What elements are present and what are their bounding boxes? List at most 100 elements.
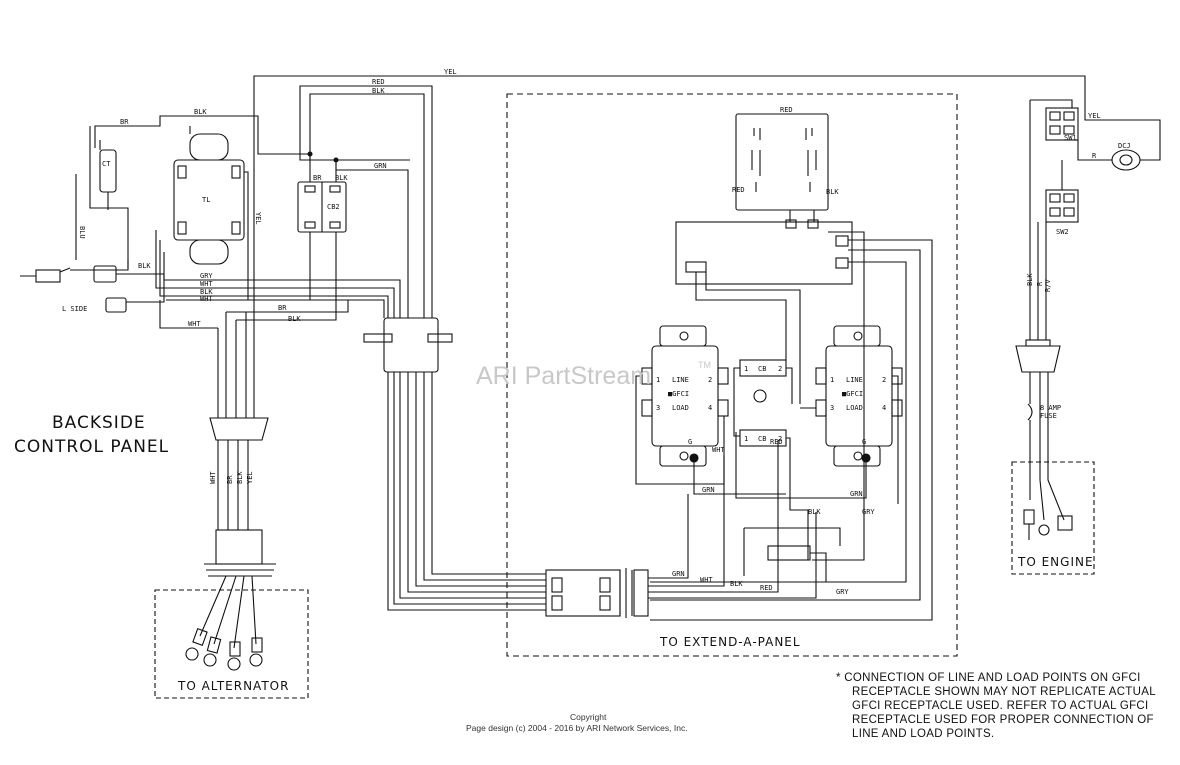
label-blk-conn: BLK bbox=[730, 580, 743, 588]
footer-design: Page design (c) 2004 - 2016 by ARI Netwo… bbox=[466, 723, 688, 733]
label-blk-top: BLK bbox=[372, 87, 385, 95]
note-line-5: LINE AND LOAD POINTS. bbox=[852, 728, 994, 740]
wire-yel-top bbox=[253, 75, 1086, 300]
to-alternator-label: TO ALTERNATOR bbox=[177, 679, 289, 693]
harness-bottom-plug bbox=[215, 529, 263, 565]
label-cb-t1b: 1 bbox=[744, 435, 748, 443]
harness-block bbox=[383, 317, 439, 373]
label-blu: BLU bbox=[78, 226, 86, 239]
note-line-1: * CONNECTION OF LINE AND LOAD POINTS ON … bbox=[836, 672, 1141, 684]
connector-left bbox=[93, 265, 117, 283]
watermark: ARI PartStream bbox=[476, 362, 651, 390]
label-ct: CT bbox=[102, 160, 111, 168]
gfci-right-g: G bbox=[862, 438, 866, 446]
gfci-right-line: LINE bbox=[846, 376, 863, 384]
wire-ct-loop bbox=[89, 126, 129, 268]
engine-plug bbox=[1015, 345, 1061, 373]
wire-wht1 bbox=[155, 230, 395, 318]
gfci-left-g: G bbox=[688, 438, 692, 446]
relay-box bbox=[735, 113, 829, 211]
label-blk-engine: BLK bbox=[1026, 273, 1034, 286]
label-grn-conn: GRN bbox=[672, 570, 685, 578]
wire-grn-cb2 bbox=[335, 160, 409, 318]
wire-ct-down bbox=[99, 140, 109, 210]
sw2 bbox=[1045, 189, 1079, 223]
label-cb-lower: CB bbox=[758, 435, 766, 443]
backside-title-1: BACKSIDE bbox=[52, 413, 146, 433]
note-line-3: GFCI RECEPTACLE USED. REFER TO ACTUAL GF… bbox=[852, 700, 1149, 712]
label-br-low: BR bbox=[278, 304, 287, 312]
label-red-mid: RED bbox=[770, 438, 783, 446]
gfci-left-t4: 4 bbox=[708, 404, 712, 412]
label-blk-low: BLK bbox=[288, 315, 301, 323]
label-fuse-1: 8 AMP bbox=[1040, 404, 1061, 412]
label-wht-gfci: WHT bbox=[712, 446, 725, 454]
to-engine-label: TO ENGINE bbox=[1017, 555, 1094, 569]
wire-plug bbox=[70, 174, 129, 271]
to-extend-panel-label: TO EXTEND-A-PANEL bbox=[659, 635, 801, 649]
label-relay-red-left: RED bbox=[732, 186, 745, 194]
extend-panel-box bbox=[506, 93, 958, 657]
control-box bbox=[675, 221, 853, 285]
label-gry: GRY bbox=[200, 272, 213, 280]
label-blk2: BLK bbox=[200, 288, 213, 296]
wire-tl-yel bbox=[244, 171, 249, 300]
label-sw2: SW2 bbox=[1056, 228, 1069, 236]
gfci-left-t3: 3 bbox=[656, 404, 660, 412]
label-relay-red-top: RED bbox=[780, 106, 793, 114]
label-gry-conn: GRY bbox=[836, 588, 849, 596]
alternator-box bbox=[154, 589, 309, 699]
note-line-4: RECEPTACLE USED FOR PROPER CONNECTION OF bbox=[852, 714, 1154, 726]
gfci-left-load: LOAD bbox=[672, 404, 689, 412]
label-cb-t2a: 2 bbox=[778, 365, 782, 373]
label-fuse-2: FUSE bbox=[1040, 412, 1057, 420]
wire-gry bbox=[163, 252, 401, 318]
wire-engine-loop bbox=[1084, 112, 1161, 156]
label-grn-cb2: GRN bbox=[374, 162, 387, 170]
label-grn-gfci-left: GRN bbox=[702, 486, 715, 494]
engine-box bbox=[1011, 461, 1095, 575]
note-line-2: RECEPTACLE SHOWN MAY NOT REPLICATE ACTUA… bbox=[852, 686, 1156, 698]
wire-br-low bbox=[226, 300, 349, 313]
wire-blk-top bbox=[309, 93, 425, 318]
wire-blk2 bbox=[159, 240, 389, 318]
label-rv-engine: R/V bbox=[1044, 279, 1052, 292]
tl-top-tab bbox=[189, 133, 229, 161]
label-blk-cb2: BLK bbox=[335, 174, 348, 182]
label-red-top: RED bbox=[372, 78, 385, 86]
ct-box bbox=[99, 149, 117, 193]
label-cb-upper: CB bbox=[758, 365, 766, 373]
wire-wht2 bbox=[166, 299, 385, 318]
blk-plug bbox=[35, 269, 61, 283]
label-sw1: SW1 bbox=[1064, 134, 1077, 142]
label-blk-ct: BLK bbox=[194, 108, 207, 116]
label-cb-t2b: 2 bbox=[778, 435, 782, 443]
label-br-left: BR bbox=[120, 118, 129, 126]
label-harness-blk: BLK bbox=[236, 471, 244, 484]
wire-br-left bbox=[94, 115, 310, 155]
wire-blk-low bbox=[236, 300, 337, 321]
connector-lside bbox=[105, 297, 127, 313]
label-cb2: CB2 bbox=[327, 203, 340, 211]
backside-title-2: CONTROL PANEL bbox=[14, 437, 169, 457]
gfci-right-t4: 4 bbox=[882, 404, 886, 412]
watermark-tm: TM bbox=[698, 360, 711, 370]
harness-top-plug bbox=[209, 417, 269, 441]
gfci-left-line: LINE bbox=[672, 376, 689, 384]
wire-wht-low bbox=[159, 300, 218, 329]
label-wht1: WHT bbox=[200, 280, 213, 288]
label-br-cb2: BR bbox=[313, 174, 322, 182]
label-cb-t1a: 1 bbox=[744, 365, 748, 373]
label-yel-tl: YEL bbox=[254, 212, 262, 225]
label-dcj: DCJ bbox=[1118, 142, 1131, 150]
label-gry-right: GRY bbox=[862, 508, 875, 516]
tl-bottom-tab bbox=[189, 239, 229, 265]
label-wht-low: WHT bbox=[188, 320, 201, 328]
label-harness-br: BR bbox=[226, 475, 234, 484]
label-r-dcj: R bbox=[1092, 152, 1097, 160]
label-r-engine: R bbox=[1036, 281, 1044, 286]
label-wht2: WHT bbox=[200, 295, 213, 303]
dcj-lamp bbox=[1111, 149, 1141, 171]
footer-copyright: Copyright bbox=[570, 712, 607, 722]
